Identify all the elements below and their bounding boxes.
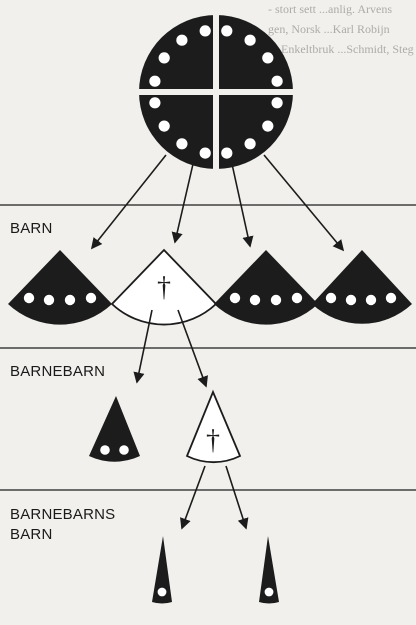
generation-label-barn: BARN (10, 220, 53, 237)
barn-share-2-deceased: † (110, 248, 218, 326)
barnebarns-barn-share-2 (259, 536, 279, 604)
estate-dot (149, 75, 161, 87)
estate-dot (199, 25, 211, 37)
dot (291, 292, 303, 304)
estate-dot (244, 138, 256, 150)
dot (345, 294, 357, 306)
estate-dot (176, 138, 188, 150)
barn-share-1 (8, 250, 112, 325)
barn-share-1-body (8, 250, 112, 325)
arrow-barn-to-barnebarn-1 (133, 309, 153, 384)
cross-icon: † (157, 272, 171, 303)
dot (229, 292, 241, 304)
estate-dot (149, 97, 161, 109)
arrow-barnebarn-to-next-2 (225, 465, 249, 530)
estate-circle (138, 14, 294, 170)
arrow-estate-to-barn-3 (231, 163, 254, 248)
generation-label-barnebarns-barn-line2: BARN (10, 526, 53, 543)
dot (249, 294, 261, 306)
dot (270, 294, 282, 306)
barn-share-3-body (214, 250, 318, 325)
cross-icon: † (206, 425, 220, 456)
estate-dot (244, 34, 256, 46)
arrow-estate-to-barn-2 (171, 163, 194, 244)
generation-label-barnebarn: BARNEBARN (10, 363, 106, 380)
estate-dot (221, 147, 233, 159)
barn-share-4 (312, 250, 412, 324)
dot (85, 292, 97, 304)
barnebarn-share-1 (89, 396, 140, 462)
estate-dot (262, 120, 274, 132)
estate-dot (271, 97, 283, 109)
generation-label-barnebarns-barn-line1: BARNEBARNS (10, 506, 116, 523)
dot (64, 294, 76, 306)
barnebarn-share-2-body (185, 389, 242, 463)
barn-share-4-body (312, 250, 412, 324)
estate-dot (271, 75, 283, 87)
dot (23, 292, 35, 304)
barn-share-3 (214, 250, 318, 325)
barnebarns-barn-share-2-body (259, 536, 279, 604)
barnebarns-barn-share-1-body (152, 536, 172, 604)
estate-dot (221, 25, 233, 37)
estate-dot (262, 52, 274, 64)
generation-label-barnebarns-barn: BARNEBARNS BARN (10, 505, 115, 545)
barn-share-2-body (110, 248, 218, 326)
estate-dot (158, 52, 170, 64)
estate-dot (199, 147, 211, 159)
dot (100, 445, 110, 455)
dot (325, 292, 337, 304)
arrow-barnebarn-to-next-1 (180, 465, 206, 530)
dot (365, 294, 377, 306)
dot (43, 294, 55, 306)
dot (119, 445, 129, 455)
bleed-through-line-1: - stort sett ...anlig. Arvens (268, 2, 392, 16)
barnebarns-barn-share-1 (152, 536, 172, 604)
arrow-estate-to-barn-4 (263, 154, 345, 252)
dot (157, 587, 167, 597)
bleed-through-line-2: gen, Norsk ...Karl Robijn (268, 22, 390, 36)
estate-dot (158, 120, 170, 132)
bleed-through-line-3: es Enkeltbruk ...Schmidt, Steg (268, 42, 414, 56)
estate-dots (149, 25, 283, 159)
dot (385, 292, 397, 304)
arrow-barn-to-barnebarn-2 (177, 309, 208, 388)
dot (264, 587, 274, 597)
barnebarn-share-2-deceased: † (185, 389, 242, 463)
estate-dot (176, 34, 188, 46)
arrow-estate-to-barn-1 (90, 154, 167, 250)
barnebarn-share-1-body (89, 396, 140, 462)
